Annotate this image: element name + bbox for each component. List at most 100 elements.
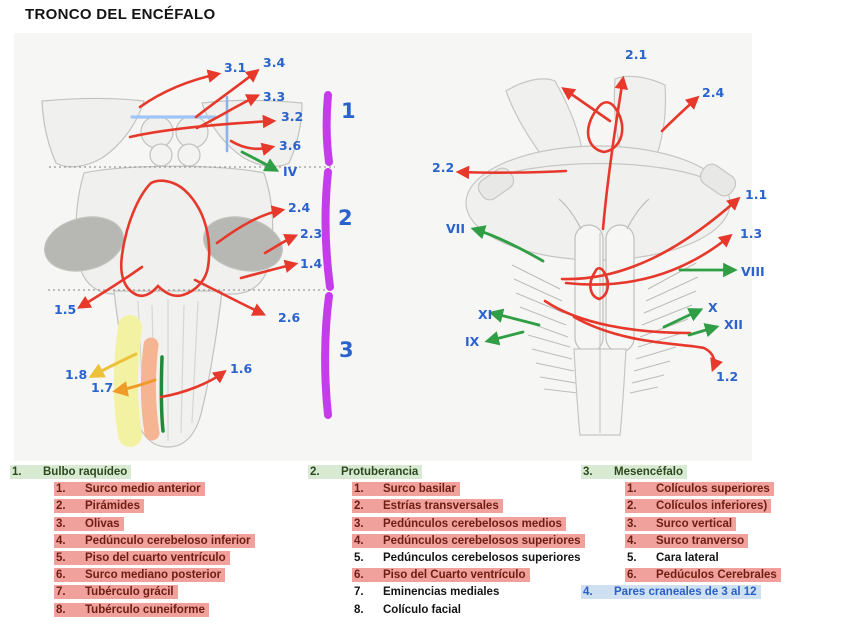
colored-arrows-left (88, 352, 157, 397)
legend-item-text: Pedúnculos cerebelosos medios (383, 517, 562, 530)
figure-label-1.7: 1.7 (91, 380, 114, 395)
legend-item: 3.Olivas (10, 516, 302, 535)
legend-item-text: Colículos superiores (656, 483, 770, 496)
legend-item-number: 2. (627, 500, 637, 513)
legend-item-number: 1. (354, 483, 364, 496)
legend-item-text: Pirámides (85, 500, 140, 513)
legend-item-number: 6. (354, 569, 364, 582)
legend-title-text: Protuberancia (341, 466, 419, 478)
legend-footer-row: 4.Pares craneales de 3 al 12 (581, 585, 841, 603)
inferior-colliculus-right (177, 143, 201, 167)
legend-item: 1. Colículos superiores (581, 482, 841, 500)
arrow-to-1.6 (159, 369, 227, 399)
legend-title-text: Bulbo raquídeo (43, 466, 128, 478)
figure-label-1.3: 1.3 (740, 226, 763, 241)
legend-item-number: 1. (56, 483, 66, 496)
legend-item-text: Pedúnculos cerebelosos superiores (383, 534, 581, 547)
figure-label-1.1: 1.1 (745, 187, 768, 202)
figure-label-2.2: 2.2 (432, 160, 455, 175)
arrow-to-1.2 (572, 315, 723, 373)
figure-label-3.3: 3.3 (263, 89, 286, 104)
figure-panel: 3.1 3.4 3.3 3.2 3.6 IV 2.4 2.3 1.4 1.5 2… (14, 33, 767, 461)
figure-label-XII: XII (724, 317, 743, 332)
arrow-northwest (561, 87, 612, 123)
legend-item: 4.Surco tranverso (581, 533, 841, 552)
legend-item: 1. Surco medio anterior (10, 482, 302, 500)
figure-label-3.2: 3.2 (281, 109, 304, 124)
legend-item: 5.Pedúnculos cerebelosos superiores (308, 552, 594, 569)
figure-label-X: X (708, 300, 718, 315)
legend-item-text: Surco vertical (656, 517, 733, 530)
figure-label-3.6: 3.6 (279, 138, 302, 153)
legend-item-number: 7. (354, 586, 364, 599)
legend-item: 6.Piso del Cuarto ventrículo (308, 568, 594, 586)
arrow-to-3.6 (229, 139, 276, 156)
arrow-to-2.4-left (215, 205, 286, 245)
legend-item: 3.Pedúnculos cerebelosos medios (308, 516, 594, 535)
legend-item-number: 4. (627, 534, 637, 547)
arrow-to-2.2 (455, 165, 568, 180)
arrow-to-1.7 (112, 378, 157, 397)
purple-bar-segment-3 (321, 292, 333, 419)
arrow-to-2.1 (601, 75, 629, 231)
legend-title-text: Mesencéfalo (614, 466, 684, 478)
section-number-1: 1 (341, 99, 356, 123)
legend-title-number: 3. (583, 466, 593, 478)
arrow-to-3.1 (138, 69, 222, 109)
figure-label-2.1: 2.1 (625, 47, 648, 62)
figure-label-3.1: 3.1 (224, 60, 247, 75)
large-teardrop-loop (586, 100, 624, 154)
right-brainstem-sketch (465, 75, 737, 436)
column-horn-right (626, 198, 650, 230)
green-arrows-right (470, 225, 738, 346)
legend-item: 4.Pedúnculo cerebeloso inferior (10, 533, 302, 552)
arrow-to-1.4 (239, 259, 299, 280)
legend-item: 7.Tubérculo grácil (10, 585, 302, 603)
legend-item-text: Pedúculos Cerebrales (656, 569, 777, 582)
red-curve-under-columns (543, 299, 692, 335)
pyramid-column-left (574, 224, 604, 353)
figure-label-1.6: 1.6 (230, 361, 253, 376)
legend-item-text: Surco mediano posterior (85, 569, 222, 582)
legend-item: 2.Pirámides (10, 499, 302, 517)
arrow-to-X (662, 308, 704, 329)
superior-colliculus-right (175, 115, 209, 149)
legend-title-number: 1. (12, 466, 22, 478)
legend-item: 3.Surco vertical (581, 516, 841, 535)
figure-label-2.3: 2.3 (300, 226, 323, 241)
legend-title-row: 2.Protuberancia (308, 465, 594, 483)
legend-item-text: Olivas (85, 517, 120, 530)
arrow-to-1.5 (77, 265, 144, 309)
legend-item-number: 1. (627, 483, 637, 496)
left-brainstem-sketch (41, 97, 303, 448)
inferior-colliculus-left (149, 143, 173, 167)
legend-item-text: Estrías transversales (383, 500, 499, 513)
legend-item-text: Eminencias mediales (383, 586, 500, 599)
column-horn-left (558, 198, 582, 230)
legend-item-text: Surco medio anterior (85, 483, 201, 496)
purple-section-bar (321, 91, 334, 419)
legend-item: 6.Surco mediano posterior (10, 568, 302, 586)
cerebellar-peduncle-right (203, 216, 283, 272)
arrow-to-3.4 (194, 68, 260, 119)
legend-item: 5.Piso del cuarto ventrículo (10, 550, 302, 569)
legend-column-bulbo-raquideo: 1.Bulbo raquídeo 1.Surco medio anterior … (10, 465, 302, 621)
arrow-to-XI (488, 308, 541, 327)
legend-item-text: Surco basilar (383, 483, 456, 496)
legend-item-number: 6. (627, 569, 637, 582)
legend-item: 5.Cara lateral (581, 552, 841, 569)
legend-item-text: Pedúnculos cerebelosos superiores (383, 551, 581, 564)
legend-item-text: Colículos inferiores) (656, 500, 768, 513)
legend-title-row: 1. Bulbo raquídeo (10, 465, 302, 483)
figure-label-IV: IV (283, 164, 298, 179)
section-number-3: 3 (339, 338, 354, 362)
left-thalamus-wing-left (41, 97, 145, 168)
arrow-to-2.3 (263, 233, 299, 255)
legend-footer-number: 4. (583, 586, 593, 599)
legend-item: 6. Pedúculos Cerebrales (581, 568, 841, 586)
section-number-2: 2 (338, 206, 353, 230)
legend-title-row: 3. Mesencéfalo (581, 465, 841, 483)
page-title: TRONCO DEL ENCÉFALO (25, 6, 216, 23)
purple-bar-segment-2 (321, 168, 334, 291)
